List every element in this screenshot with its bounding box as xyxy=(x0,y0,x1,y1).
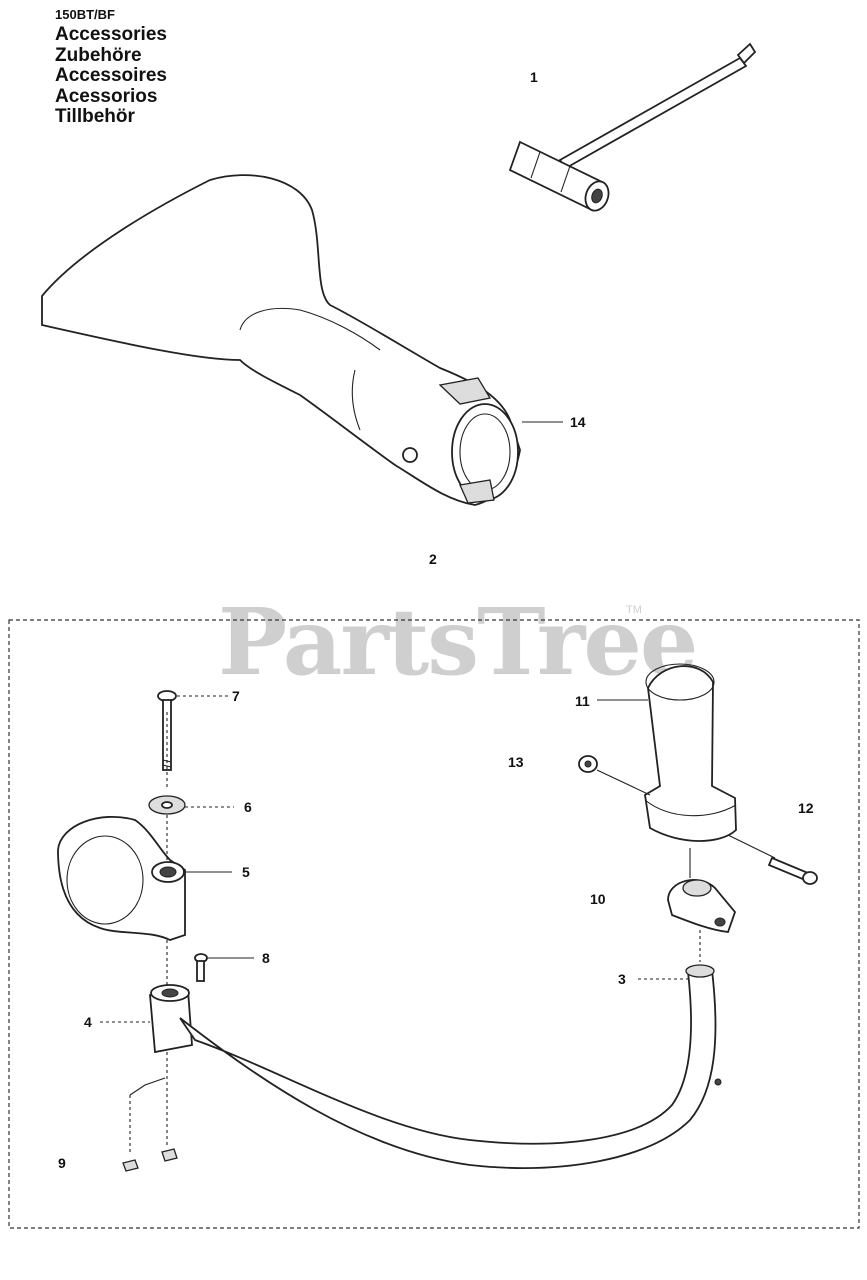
title-french: Accessoires xyxy=(55,65,167,86)
callout-14: 14 xyxy=(570,414,586,430)
part-7-bolt[interactable] xyxy=(157,690,177,771)
diagram-header: 150BT/BF Accessories Zubehöre Accessoire… xyxy=(55,8,167,128)
part-12-screw[interactable] xyxy=(767,856,818,885)
loop-handle-tube[interactable] xyxy=(179,964,722,1169)
callout-8: 8 xyxy=(262,950,270,966)
callout-5: 5 xyxy=(242,864,250,880)
callout-3: 3 xyxy=(618,971,626,987)
model-number: 150BT/BF xyxy=(55,7,115,22)
callout-1: 1 xyxy=(530,69,538,85)
part-13-nut[interactable] xyxy=(578,755,598,773)
callout-4: 4 xyxy=(84,1014,92,1030)
callout-13: 13 xyxy=(508,754,524,770)
partstree-watermark: PartsTree xyxy=(218,588,698,696)
part-2-deflector[interactable] xyxy=(41,174,521,506)
callout-12: 12 xyxy=(798,800,814,816)
part-5-clamp[interactable] xyxy=(57,816,186,941)
part-1-wrench[interactable] xyxy=(508,42,757,214)
title-german: Zubehöre xyxy=(55,44,142,66)
assembly-frame xyxy=(8,619,860,1229)
callout-6: 6 xyxy=(244,799,252,815)
callout-10: 10 xyxy=(590,891,606,907)
callout-11: 11 xyxy=(575,693,590,709)
title-swedish: Tillbehör xyxy=(55,106,135,127)
title-english: Accessories xyxy=(55,24,167,45)
part-4-holder[interactable] xyxy=(149,984,193,1054)
part-10-clamp[interactable] xyxy=(667,879,737,933)
watermark-trademark: TM xyxy=(626,604,642,616)
part-8-screw[interactable] xyxy=(194,953,208,982)
part-9-nuts[interactable] xyxy=(122,1148,178,1172)
part-6-washer[interactable] xyxy=(148,795,186,815)
callout-9: 9 xyxy=(58,1155,66,1171)
part-11-grip[interactable] xyxy=(644,663,737,842)
title-portuguese: Acessorios xyxy=(55,85,158,107)
leader-lines xyxy=(100,421,776,1155)
callout-2: 2 xyxy=(429,551,437,567)
callout-7: 7 xyxy=(232,688,240,704)
